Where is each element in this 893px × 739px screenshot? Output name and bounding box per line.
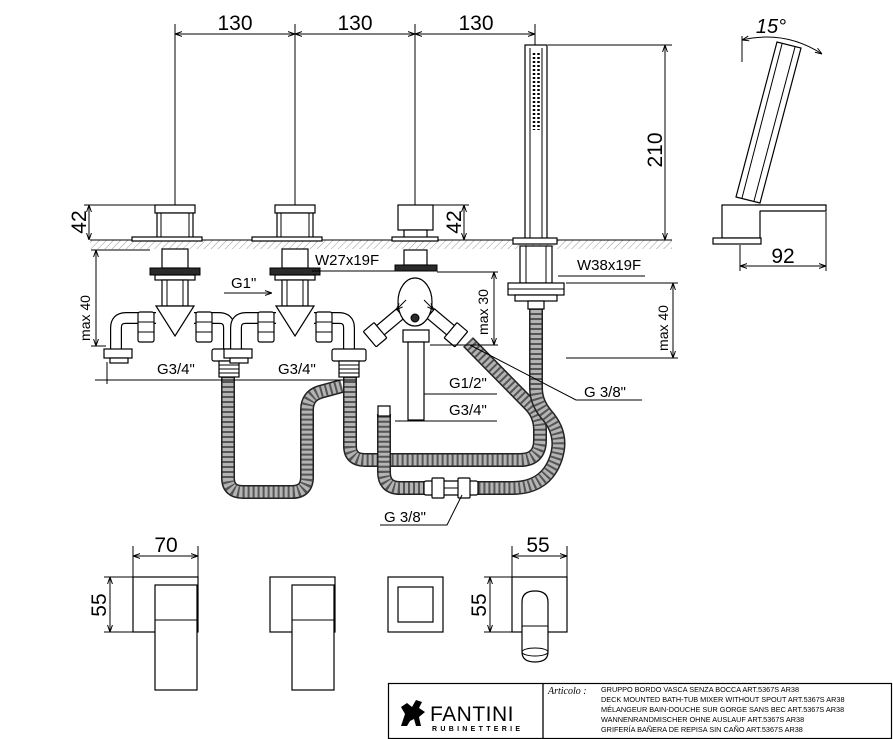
height-label: 210 <box>644 132 667 167</box>
diverter <box>363 204 468 421</box>
plate-height-label: 55 <box>88 593 111 616</box>
description-en: DECK MOUNTED BATH-TUB MIXER WITHOUT SPOU… <box>601 695 845 704</box>
handshower-shank <box>519 245 553 284</box>
handle-height-label: 42 <box>68 210 91 233</box>
diverter-outlet-pipe <box>407 341 425 421</box>
handle-height-label: 42 <box>443 210 466 233</box>
handshower-body <box>524 44 548 241</box>
hose-handshower <box>377 308 566 495</box>
holder-base <box>712 237 762 245</box>
handshower-base-ring <box>512 237 558 245</box>
top-dimension-chain: 130 130 130 <box>174 12 536 205</box>
title-block-frame <box>387 682 893 739</box>
article-label: Articolo : <box>547 686 587 697</box>
lever-handle <box>154 584 198 691</box>
flow-arrow <box>396 299 407 310</box>
outlet-mid-label: G3/4" <box>278 361 316 378</box>
spacing-label: 130 <box>217 12 252 35</box>
holder-plate <box>755 204 827 212</box>
diverter-shank <box>403 249 428 266</box>
plan-view-valve-left: 70 55 <box>88 534 199 691</box>
plan-view-valve-right <box>269 576 336 691</box>
max-depth-left: max 40 <box>77 249 150 347</box>
diverter-inlet-label: G1/2" <box>449 375 487 392</box>
hose-end-cap <box>377 405 391 417</box>
angle-arc <box>742 37 822 54</box>
deck-hatch <box>90 240 672 249</box>
diverter-outlet-nut <box>402 329 430 343</box>
lever-handle <box>291 584 335 691</box>
spacing-label: 130 <box>458 12 493 35</box>
plan-view-diverter <box>387 576 444 633</box>
hose-middle <box>343 337 547 467</box>
side-depth-label: 92 <box>771 245 794 268</box>
brand-tagline: RUBINETTERIE <box>432 726 523 733</box>
description-fr: MÉLANGEUR BAIN-DOUCHE SUR GORGE SANS BEC… <box>601 705 844 714</box>
plate-width-label: 70 <box>154 534 177 557</box>
diverter-arm-right <box>425 308 468 348</box>
diverter-handle <box>397 204 434 231</box>
outlet-left-label: G3/4" <box>157 361 195 378</box>
tilt-angle-label: 15° <box>756 16 786 38</box>
diverter-center <box>410 313 420 323</box>
max-depth-label: max 40 <box>655 305 671 351</box>
diverter-body <box>397 277 433 327</box>
plan-view-handshower: 55 55 <box>468 534 568 663</box>
leader-line <box>469 344 642 401</box>
brand-name: FANTINI <box>430 703 514 726</box>
diverter-outlet-label: G3/4" <box>449 402 487 419</box>
diverter-knob <box>397 586 434 623</box>
flow-arrow <box>423 299 434 310</box>
handshower-front <box>507 44 565 310</box>
spacing-label: 130 <box>337 12 372 35</box>
plate-width-label: 55 <box>526 534 549 557</box>
max-depth-right: max 40 <box>566 282 678 359</box>
thread-labels: W27x19F W38x19F G1" G3/4" G3/4" G1/2" G3… <box>95 252 645 526</box>
handle-height-left: 42 <box>68 204 155 240</box>
handshower-tilted-body <box>735 41 802 204</box>
inlet-thread-label: G1" <box>231 275 256 292</box>
hose-fitting-bottom-label: G 3/8" <box>384 509 426 526</box>
diverter-nut <box>394 264 438 272</box>
plate-height-label: 55 <box>468 593 491 616</box>
height-dimension: 210 <box>548 44 672 240</box>
hose-connector <box>423 477 479 499</box>
fantini-logo-icon <box>401 700 425 726</box>
description-it: GRUPPO BORDO VASCA SENZA BOCCA ART.5367S… <box>601 685 799 694</box>
hose-left <box>221 376 344 499</box>
shower-thread-label: W38x19F <box>577 257 641 274</box>
description-de: WANNENRANDMISCHER OHNE AUSLAUF ART.5367S… <box>601 715 804 724</box>
title-block: FANTINI RUBINETTERIE Articolo : GRUPPO B… <box>387 682 893 739</box>
leader-line <box>380 494 463 526</box>
description-es: GRIFERÍA BAÑERA DE REPISA SIN CAÑO ART.5… <box>601 725 803 734</box>
handshower-side-view: 15° 92 <box>712 16 827 271</box>
diverter-plate <box>391 236 439 242</box>
braided-hoses <box>221 308 566 499</box>
hose-fitting-right-label: G 3/8" <box>584 384 626 401</box>
handle-height-diverter: 42 <box>433 204 469 240</box>
handshower-holder <box>721 204 761 239</box>
max-depth-label: max 30 <box>475 289 491 335</box>
max-depth-diverter: max 30 <box>430 271 498 346</box>
valve-thread-label: W27x19F <box>315 252 379 269</box>
max-depth-label: max 40 <box>77 295 93 341</box>
